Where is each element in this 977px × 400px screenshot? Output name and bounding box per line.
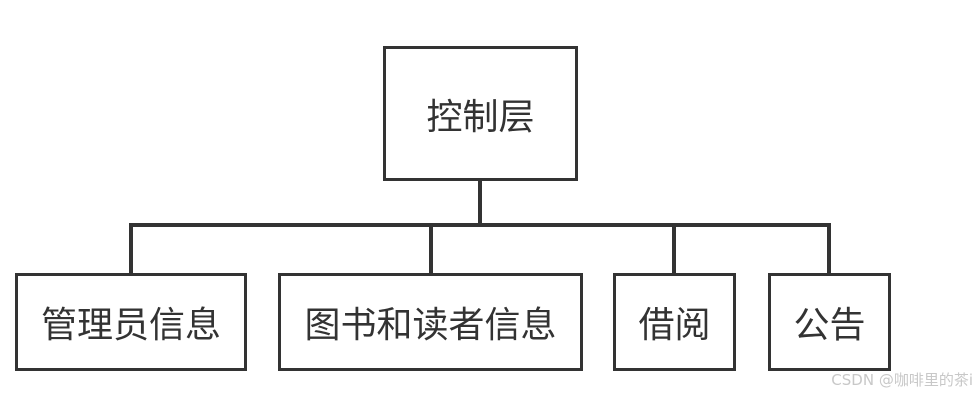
node-label: 图书和读者信息 [304,305,557,346]
node-label: 公告 [793,305,866,346]
connector-horizontal-bus [129,223,831,227]
node-label: 借阅 [638,305,711,346]
connector-child-4 [827,223,831,275]
node-books-readers-info: 图书和读者信息 [278,273,583,371]
connector-root-stem [478,179,482,227]
node-control-layer: 控制层 [383,46,578,181]
connector-child-2 [429,223,433,275]
connector-child-1 [129,223,133,275]
connector-child-3 [672,223,676,275]
node-label: 控制层 [426,96,535,138]
node-announcement: 公告 [768,273,891,371]
node-label: 管理员信息 [40,305,221,346]
watermark-text: CSDN @咖啡里的茶i [831,371,973,389]
node-borrowing: 借阅 [613,273,736,371]
node-admin-info: 管理员信息 [15,273,247,371]
